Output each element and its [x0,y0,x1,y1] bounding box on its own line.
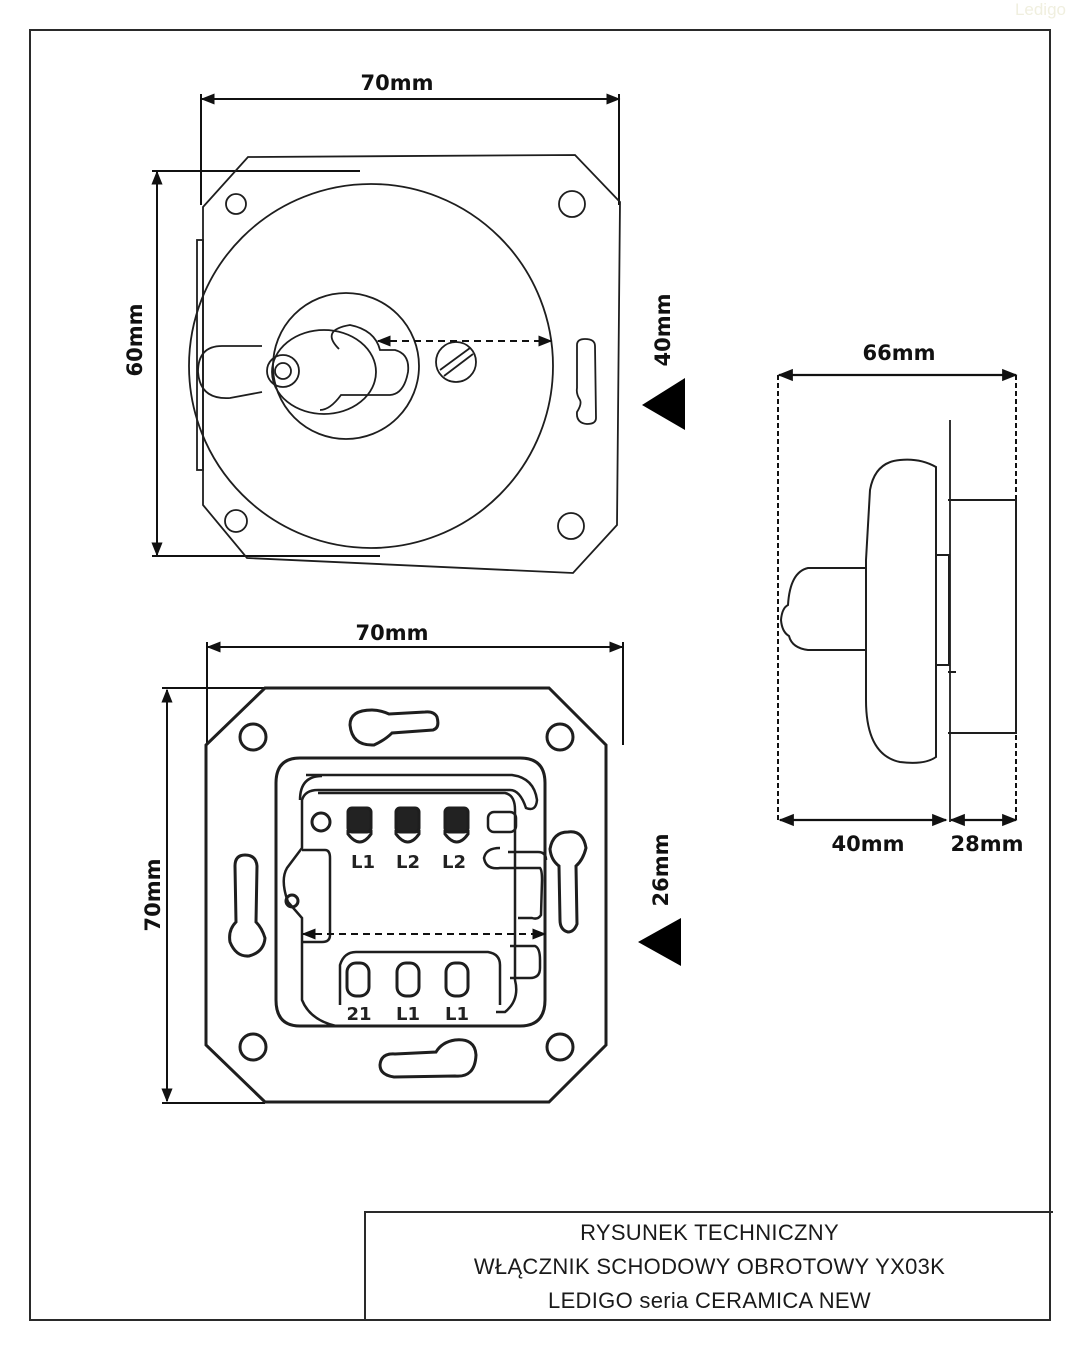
back-height-label: 70mm [141,859,165,932]
front-width-label: 70mm [361,71,434,95]
watermark-logo: Ledigo [1014,0,1066,19]
drawing-type: RYSUNEK TECHNICZNY [580,1220,839,1245]
knob-profile [779,567,866,651]
front-screw-hole [557,512,585,540]
front-screw-hole [225,193,247,215]
terminal-label: L1 [351,852,375,873]
keyhole-slot-top [348,708,440,747]
pointer-triangle-icon [638,918,681,966]
terminal-block-top [346,806,470,844]
title-block: RYSUNEK TECHNICZNY WŁĄCZNIK SCHODOWY OBR… [364,1211,1053,1321]
terminal-span-label: 26mm [649,834,673,907]
total-depth-label: 66mm [863,341,936,365]
terminal-label: L1 [396,1004,420,1025]
mounting-box-profile [948,499,1017,734]
back-screw-hole [545,1032,575,1062]
knob-center-ring [266,354,300,388]
front-height-label: 60mm [123,304,147,377]
back-width-label: 70mm [356,621,429,645]
front-view: 70mm 60mm [123,71,621,574]
front-screw-hole [558,190,586,218]
ceramic-disc [188,183,554,549]
product-series: LEDIGO seria CERAMICA NEW [548,1288,871,1313]
back-screw-hole [238,1032,268,1062]
back-depth-label: 28mm [951,832,1024,856]
terminal-block-bottom [345,961,470,998]
mechanism-housing [274,756,547,1028]
terminal-label: L2 [396,852,420,873]
terminal-label: L1 [445,1004,469,1025]
knob-reach-label: 40mm [651,294,675,367]
terminal-reference-hole [310,811,332,833]
back-mounting-plate [204,686,608,1104]
keyhole-slot-left [228,853,267,958]
back-screw-hole [238,722,268,752]
keyhole-slot-bottom [378,1038,478,1079]
keyhole-slot-right [548,830,588,934]
back-view [161,641,624,1104]
product-name: WŁĄCZNIK SCHODOWY OBROTOWY YX03K [473,1254,946,1279]
rotary-lever [197,324,410,411]
cover-profile [865,458,937,764]
drawing-frame [29,29,1051,1321]
front-screw-hole [224,509,248,533]
knob-hub [271,329,377,415]
knob-base [272,292,420,440]
front-depth-label: 40mm [832,832,905,856]
terminal-label: 21 [346,1004,371,1025]
pointer-triangle-icon [642,378,685,430]
back-screw-hole [545,722,575,752]
terminal-label: L2 [442,852,466,873]
front-side-slot [575,338,597,425]
side-view [777,368,1018,827]
